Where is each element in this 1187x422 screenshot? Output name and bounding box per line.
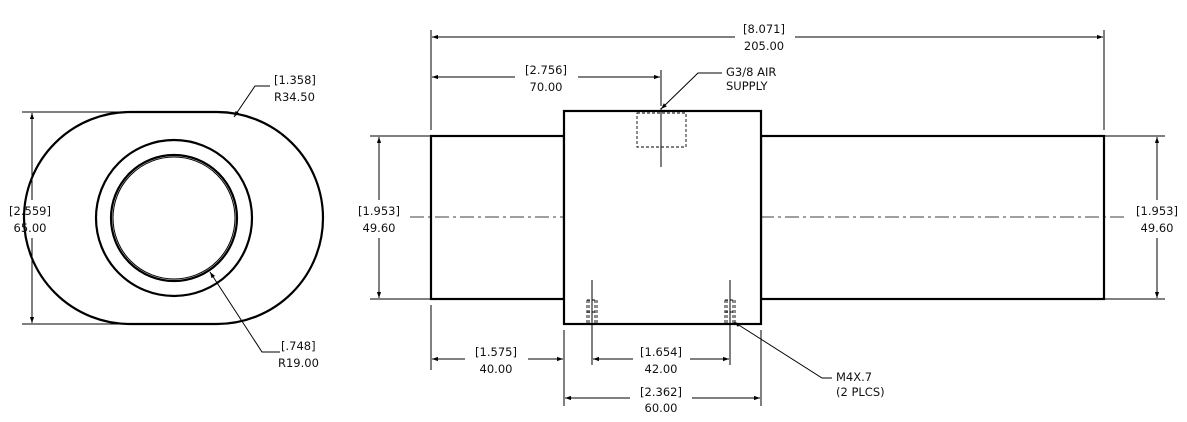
- right-shaft: [759, 134, 1106, 301]
- thread-leader: [733, 321, 832, 379]
- left-dia-mm: 49.60: [363, 221, 396, 235]
- inner-radius-mm: R19.00: [278, 356, 319, 370]
- overall-length-inch: [8.071]: [743, 22, 785, 36]
- center-body: [562, 109, 763, 326]
- left-to-port-mm: 70.00: [530, 80, 563, 94]
- thread-hole-right: [724, 280, 736, 330]
- end-height-mm: 65.00: [14, 221, 47, 235]
- hole-spacing-inch: [1.654]: [640, 345, 682, 359]
- right-dia-mm: 49.60: [1141, 221, 1174, 235]
- body-length-inch: [2.362]: [640, 385, 682, 399]
- thread-note-line2: (2 PLCS): [836, 385, 885, 399]
- end-view-inner-bore: [112, 156, 236, 280]
- outer-radius-leader: [233, 85, 270, 118]
- right-dia-inch: [1.953]: [1136, 204, 1178, 218]
- outer-radius-inch: [1.358]: [274, 73, 316, 87]
- end-view-outer-profile: [22, 110, 325, 326]
- thread-note-line1: M4X.7: [836, 370, 872, 384]
- left-shaft-length-mm: 40.00: [480, 362, 513, 376]
- end-view: [2.559] 65.00 [1.358] R34.50 [.748] R19.…: [9, 73, 325, 370]
- left-shaft: [429, 134, 566, 301]
- outer-radius-mm: R34.50: [274, 90, 315, 104]
- end-height-inch: [2.559]: [9, 204, 51, 218]
- side-view: [8.071] 205.00 [2.756] 70.00 G3/8 AIR SU…: [358, 22, 1178, 415]
- inner-radius-leader: [209, 271, 280, 353]
- left-shaft-length-inch: [1.575]: [475, 345, 517, 359]
- end-view-bore-ring: [94, 138, 254, 298]
- inner-radius-inch: [.748]: [281, 339, 316, 353]
- overall-length-mm: 205.00: [744, 39, 784, 53]
- thread-hole-left: [586, 280, 598, 330]
- air-supply-line2: SUPPLY: [726, 79, 768, 93]
- left-to-port-inch: [2.756]: [525, 63, 567, 77]
- air-supply-line1: G3/8 AIR: [726, 65, 776, 79]
- end-view-inner-ring: [109, 153, 239, 283]
- body-length-mm: 60.00: [645, 401, 678, 415]
- left-dia-inch: [1.953]: [358, 204, 400, 218]
- hole-spacing-mm: 42.00: [645, 362, 678, 376]
- air-supply-leader: [660, 72, 722, 110]
